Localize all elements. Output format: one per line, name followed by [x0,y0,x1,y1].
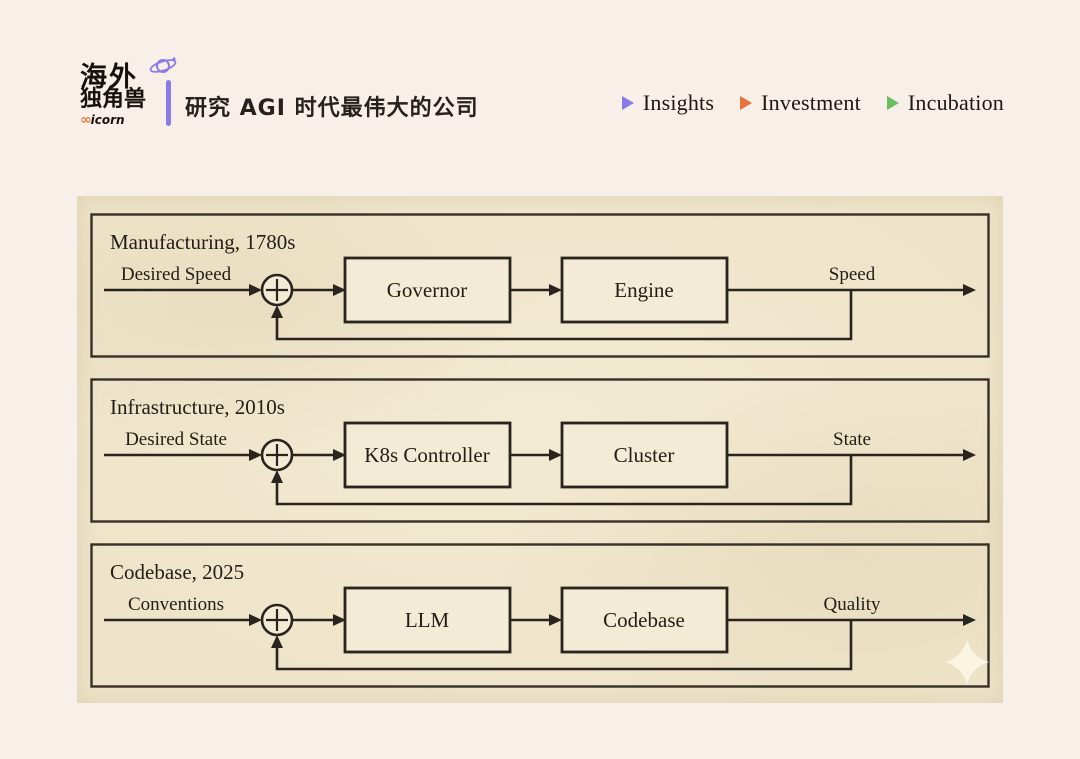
panel-border [90,543,990,688]
main-nav: Insights Investment Incubation [621,90,1004,116]
controller-box [343,421,512,489]
arrowhead-icon [249,614,262,626]
logo-cn-text: 海外 独角兽 [80,62,147,112]
triangle-bullet-icon [740,96,753,110]
output-label: State [833,429,871,450]
plant-label: Codebase [603,608,685,632]
panel-codebase: Codebase, 2025 Conventions Quality [90,543,990,688]
nav-label: Investment [761,90,861,115]
signal-lines [104,256,976,341]
arrowhead-icon [271,305,283,318]
panel-title: Codebase, 2025 [110,560,244,584]
arrowhead-icon [549,614,562,626]
output-label: Speed [829,264,876,285]
plant-box [560,586,729,654]
feedback-loop-diagram: Manufacturing, 1780s Desired Speed Speed [90,213,990,358]
input-label: Conventions [128,594,224,615]
nav-item-incubation[interactable]: Incubation [886,90,1004,116]
plant-box [560,421,729,489]
feedback-loop-diagram: Infrastructure, 2010s Desired State Stat… [90,378,990,523]
site-header: 海外 独角兽 ∞icorn 研究 AGI 时代最伟大的公司 Insights I… [0,0,1080,150]
header-divider [166,80,171,126]
feedback-line [275,290,853,341]
panel-border [90,378,990,523]
feedback-line [275,620,853,671]
panel-infrastructure: Infrastructure, 2010s Desired State Stat… [90,378,990,523]
nav-item-insights[interactable]: Insights [621,90,715,116]
arrowhead-icon [249,284,262,296]
arrowhead-icon [963,614,976,626]
site-logo[interactable]: 海外 独角兽 ∞icorn [80,57,177,142]
triangle-bullet-icon [886,96,899,110]
controller-label: K8s Controller [364,443,489,467]
arrowhead-icon [271,470,283,483]
panel-title: Infrastructure, 2010s [110,395,285,419]
arrowhead-icon [963,284,976,296]
nav-item-investment[interactable]: Investment [740,90,861,116]
panel-border [90,213,990,358]
arrowhead-icon [333,614,346,626]
nav-label: Insights [642,90,715,115]
plant-label: Engine [614,278,673,302]
arrowhead-icon [249,449,262,461]
arrowhead-icon [963,449,976,461]
arrowhead-icon [549,449,562,461]
site-tagline: 研究 AGI 时代最伟大的公司 [185,96,479,121]
triangle-bullet-icon [621,96,634,110]
planet-icon [149,57,177,73]
plant-box [560,256,729,324]
controller-label: Governor [387,278,467,302]
diagram-board: Manufacturing, 1780s Desired Speed Speed [77,196,1003,703]
logo-en-text: ∞icorn [80,112,125,128]
output-label: Quality [824,594,881,615]
arrowhead-icon [549,284,562,296]
signal-lines [104,421,976,506]
arrowhead-icon [333,284,346,296]
signal-lines [104,586,976,671]
controller-label: LLM [405,608,450,632]
arrowhead-icon [271,635,283,648]
plant-label: Cluster [614,443,675,467]
input-label: Desired Speed [121,264,232,285]
panel-manufacturing: Manufacturing, 1780s Desired Speed Speed [90,213,990,358]
feedback-line [275,455,853,506]
nav-label: Incubation [907,90,1004,115]
input-label: Desired State [125,429,227,450]
sparkle-icon [945,640,989,684]
controller-box [343,256,512,324]
feedback-loop-diagram: Codebase, 2025 Conventions Quality [90,543,990,688]
panel-title: Manufacturing, 1780s [110,230,295,254]
arrowhead-icon [333,449,346,461]
